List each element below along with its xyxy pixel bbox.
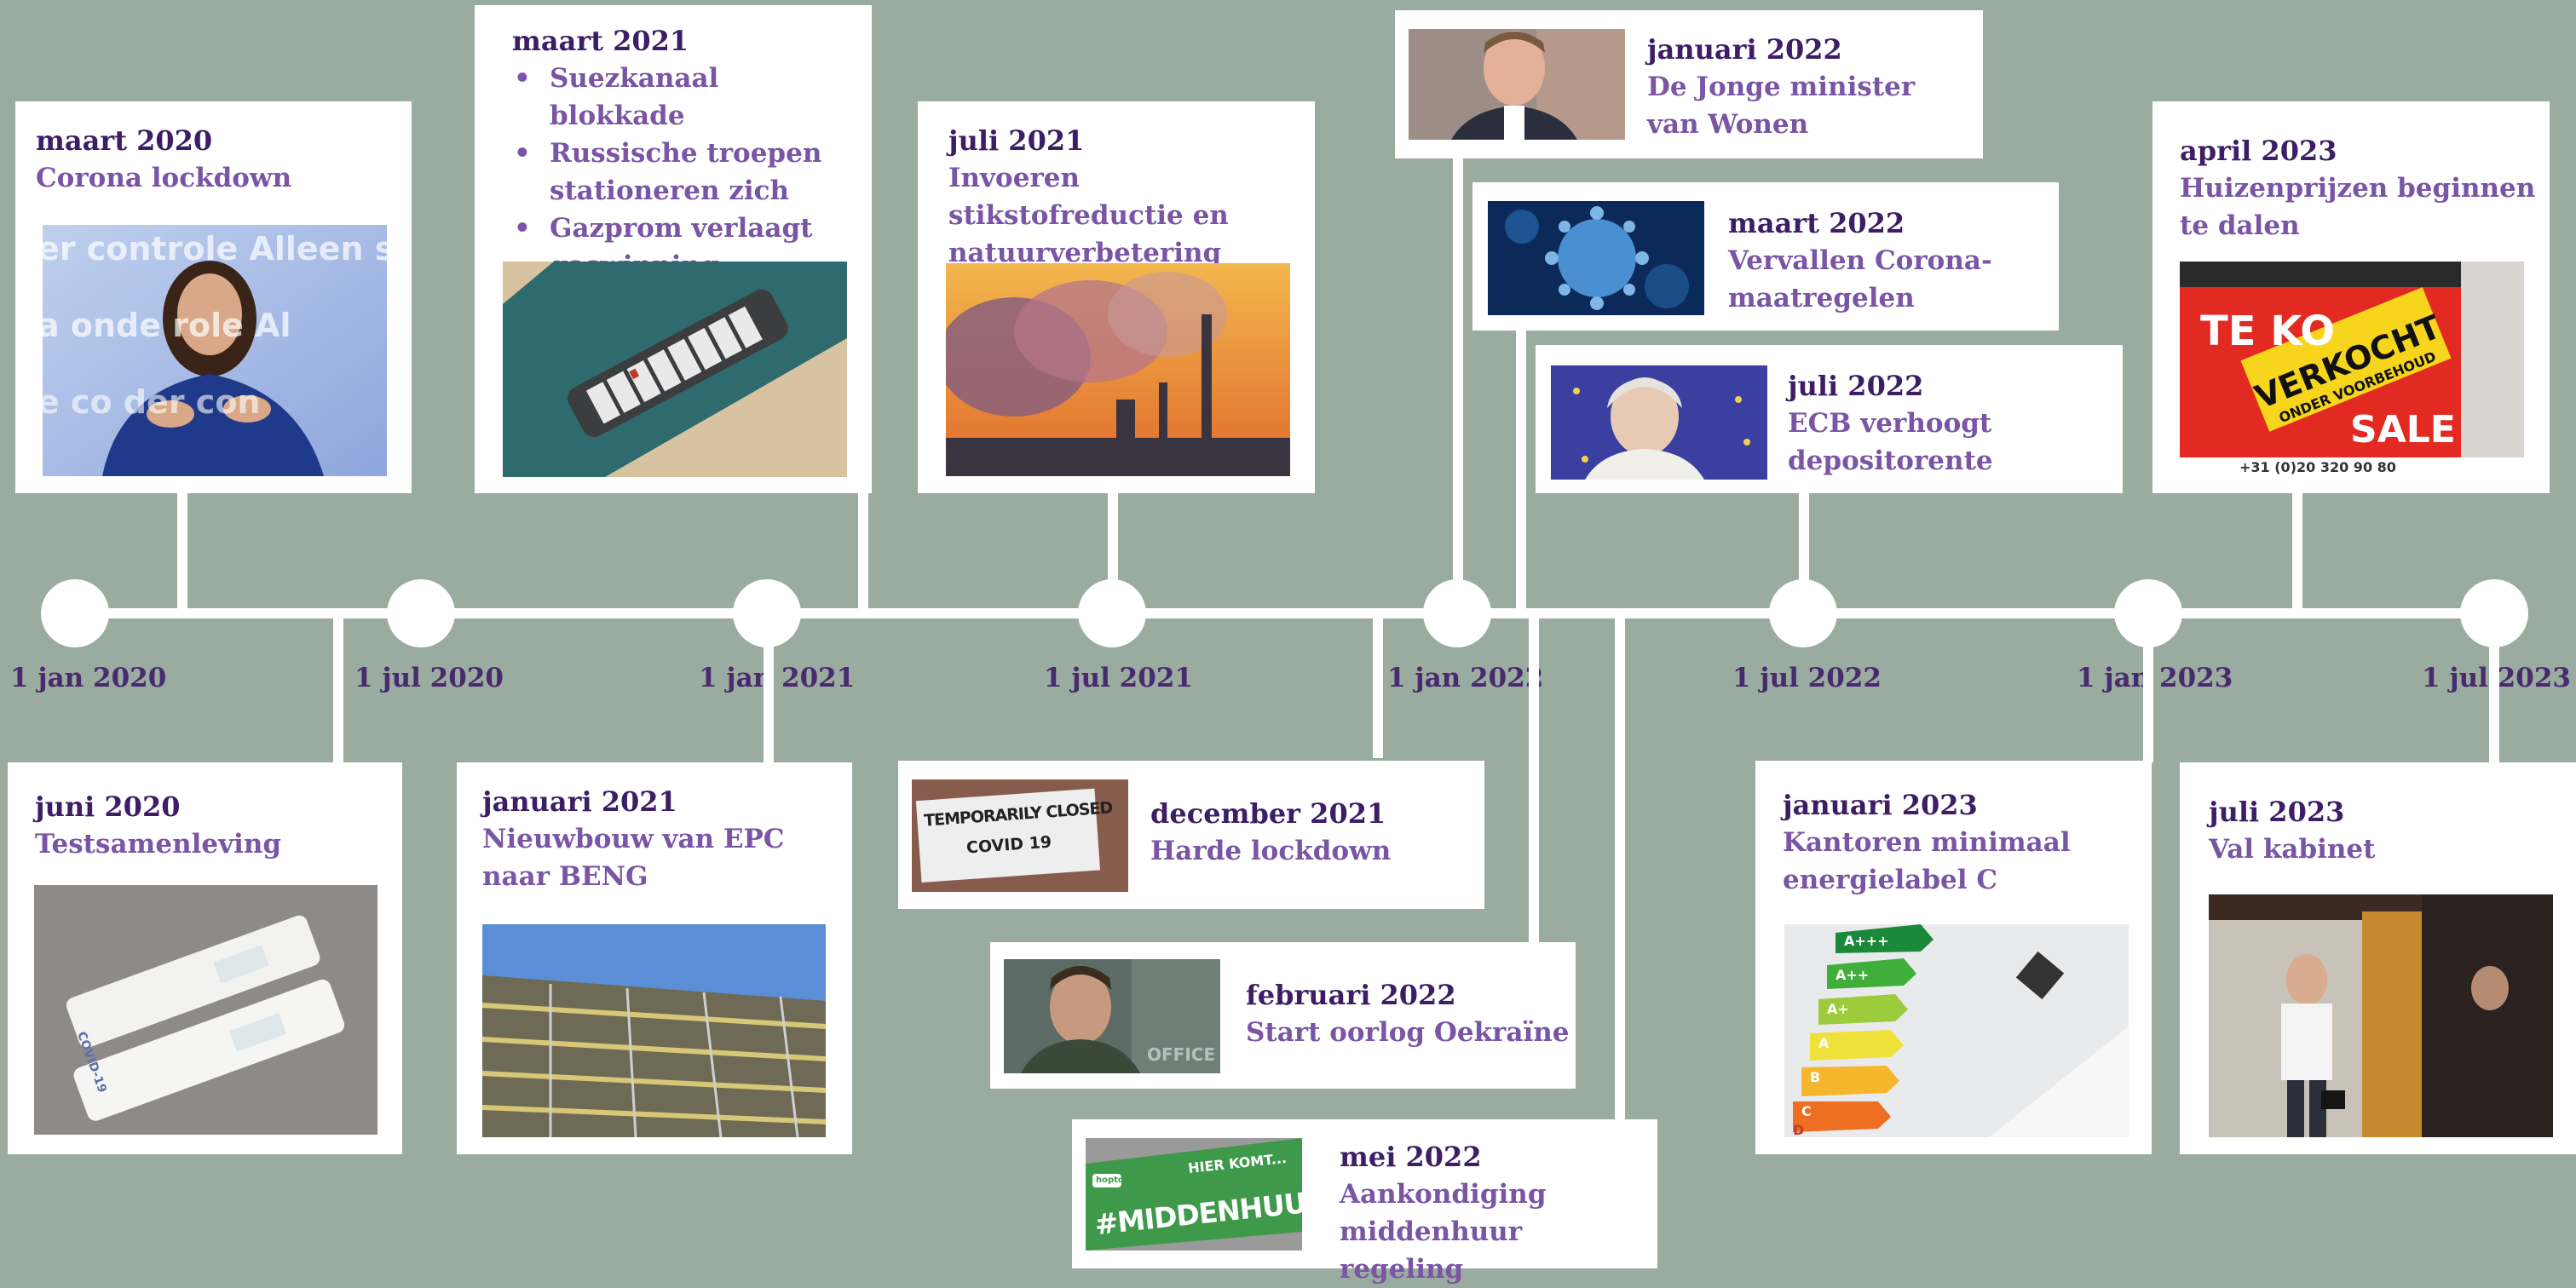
connector-line bbox=[2143, 613, 2153, 762]
coronavirus-3d-photo bbox=[1488, 201, 1704, 315]
event-date: maart 2022 bbox=[1728, 207, 1905, 239]
connector-line bbox=[1516, 325, 1526, 613]
connector-line bbox=[177, 486, 187, 613]
event-date: januari 2023 bbox=[1783, 789, 1978, 821]
event-title: De Jonge minister van Wonen bbox=[1647, 72, 1916, 140]
image-text: A+ bbox=[1827, 1001, 1849, 1017]
event-date: maart 2020 bbox=[36, 124, 213, 157]
image-text: e co der con bbox=[43, 383, 261, 421]
event-title: Nieuwbouw van EPC naar BENG bbox=[482, 824, 785, 892]
event-title: Val kabinet bbox=[2209, 834, 2376, 865]
image-text: B bbox=[1810, 1069, 1821, 1085]
event-card-maart-2020: maart 2020 Corona lockdown er controle A… bbox=[15, 101, 412, 493]
lagarde-ecb-portrait-photo bbox=[1551, 365, 1767, 480]
event-card-februari-2022: OFFICE februari 2022 Start oorlog Oekraï… bbox=[990, 942, 1576, 1089]
connector-line bbox=[1529, 613, 1539, 946]
axis-date-label: 1 jan 2020 bbox=[10, 663, 167, 693]
scaffolding-construction-photo bbox=[482, 924, 826, 1137]
event-date: juni 2020 bbox=[35, 791, 181, 823]
middenhuur-billboard-photo: hoptop HIER KOMT... #MIDDENHUUR bbox=[1086, 1138, 1302, 1251]
image-text: +31 (0)20 320 90 80 bbox=[2239, 459, 2396, 475]
event-card-april-2023: april 2023 Huizenprijzen beginnen te dal… bbox=[2152, 101, 2550, 493]
event-date: juli 2022 bbox=[1788, 370, 1924, 402]
ever-given-ship-suez-canal-photo bbox=[503, 262, 847, 477]
axis-date-label: 1 jul 2022 bbox=[1732, 663, 1882, 693]
event-date: april 2023 bbox=[2180, 135, 2337, 167]
event-card-juli-2022: juli 2022 ECB verhoogt depositorente bbox=[1536, 345, 2123, 493]
axis-date-label: 1 jan 2023 bbox=[2077, 663, 2233, 693]
event-card-januari-2021: januari 2021 Nieuwbouw van EPC naar BENG bbox=[457, 762, 852, 1154]
image-text: SALE bbox=[2350, 408, 2456, 451]
image-text: a onde role Al bbox=[43, 307, 291, 344]
image-text: hoptop bbox=[1096, 1176, 1130, 1185]
connector-line bbox=[1799, 491, 1809, 613]
connector-line bbox=[858, 486, 868, 613]
bullet-text: Russische troepen stationeren zich bbox=[550, 138, 822, 206]
axis-date-label: 1 jan 2022 bbox=[1387, 663, 1544, 693]
event-card-januari-2023: januari 2023 Kantoren minimaal energiela… bbox=[1755, 761, 2152, 1154]
event-card-december-2021: TEMPORARILY CLOSED COVID 19 december 202… bbox=[898, 761, 1484, 909]
event-date: december 2021 bbox=[1150, 797, 1386, 830]
event-bullet-item: •Suezkanaal blokkade bbox=[514, 63, 719, 131]
image-text: A+++ bbox=[1844, 933, 1889, 949]
event-bullet-list: •Suezkanaal blokkade •Russische troepen … bbox=[512, 60, 862, 285]
image-text: A++ bbox=[1835, 967, 1870, 983]
connector-line bbox=[333, 613, 343, 762]
event-title: Corona lockdown bbox=[36, 163, 292, 193]
event-title: Huizenprijzen beginnen te dalen bbox=[2180, 173, 2536, 241]
zelensky-portrait-photo: OFFICE bbox=[1004, 959, 1220, 1073]
event-title: Invoeren stikstofreductie en natuurverbe… bbox=[948, 163, 1229, 268]
image-text: er controle Alleen sa bbox=[43, 230, 387, 267]
event-date: januari 2022 bbox=[1647, 33, 1842, 66]
event-card-mei-2022: hoptop HIER KOMT... #MIDDENHUUR mei 2022… bbox=[1072, 1119, 1657, 1285]
covid-self-test-kits-photo: COVID-19 bbox=[34, 885, 377, 1135]
industrial-smoke-sunset-photo bbox=[946, 263, 1290, 476]
event-date: juli 2021 bbox=[948, 124, 1085, 157]
temporarily-closed-sign-photo: TEMPORARILY CLOSED COVID 19 bbox=[912, 779, 1128, 892]
event-date: maart 2021 bbox=[512, 25, 689, 57]
timeline-axis bbox=[75, 608, 2495, 618]
event-date: juli 2023 bbox=[2209, 796, 2345, 828]
image-text: OFFICE bbox=[1147, 1044, 1216, 1065]
event-card-januari-2022: januari 2022 De Jonge minister van Wonen bbox=[1395, 10, 1983, 158]
event-card-juli-2023: juli 2023 Val kabinet bbox=[2180, 762, 2576, 1154]
image-text: C bbox=[1801, 1103, 1812, 1119]
sign-language-interpreter-photo: er controle Alleen sa a onde role Al e c… bbox=[43, 225, 387, 476]
event-title: ECB verhoogt depositorente bbox=[1788, 408, 1993, 476]
event-date: januari 2021 bbox=[482, 785, 677, 818]
event-title: Vervallen Corona-maatregelen bbox=[1728, 245, 1992, 313]
connector-line bbox=[1453, 158, 1463, 613]
connector-line bbox=[1108, 486, 1118, 613]
image-text: TE KO bbox=[2200, 308, 2336, 355]
axis-date-label: 1 jul 2021 bbox=[1044, 663, 1193, 693]
event-title: Kantoren minimaal energielabel C bbox=[1783, 827, 2071, 895]
premier-leaving-photo bbox=[2209, 894, 2553, 1137]
event-card-juni-2020: juni 2020 Testsamenleving COVID-19 bbox=[8, 762, 402, 1154]
axis-date-label: 1 jan 2021 bbox=[699, 663, 856, 693]
event-title: Aankondiging middenhuur regeling bbox=[1340, 1179, 1547, 1285]
event-card-maart-2021: maart 2021 •Suezkanaal blokkade •Russisc… bbox=[475, 5, 872, 493]
event-title: Start oorlog Oekraïne bbox=[1246, 1017, 1570, 1048]
event-card-maart-2022: maart 2022 Vervallen Corona-maatregelen bbox=[1472, 182, 2059, 331]
timeline-node-2020-01 bbox=[41, 579, 109, 647]
connector-line bbox=[2292, 491, 2302, 613]
axis-date-label: 1 jul 2020 bbox=[354, 663, 504, 693]
image-text: A bbox=[1818, 1035, 1830, 1051]
connector-line bbox=[1373, 613, 1383, 758]
connector-line bbox=[2489, 613, 2499, 762]
connector-line bbox=[1615, 613, 1625, 1124]
minister-portrait-photo bbox=[1409, 29, 1625, 140]
bullet-text: Suezkanaal blokkade bbox=[550, 63, 719, 131]
image-text: D bbox=[1793, 1122, 1805, 1137]
timeline-node-2020-07 bbox=[387, 579, 455, 647]
event-date: mei 2022 bbox=[1340, 1141, 1482, 1173]
energy-label-chart-photo: A+++ A++ A+ A B C D bbox=[1784, 924, 2129, 1137]
event-title: Harde lockdown bbox=[1150, 836, 1392, 866]
event-card-juli-2021: juli 2021 Invoeren stikstofreductie en n… bbox=[918, 101, 1315, 493]
event-date: februari 2022 bbox=[1246, 979, 1456, 1011]
verkocht-sale-sign-photo: TE KO VERKOCHT ONDER VOORBEHOUD SALE +31… bbox=[2180, 262, 2524, 476]
connector-line bbox=[764, 613, 774, 762]
event-bullet-item: •Russische troepen stationeren zich bbox=[514, 138, 822, 206]
event-title: Testsamenleving bbox=[35, 829, 282, 860]
